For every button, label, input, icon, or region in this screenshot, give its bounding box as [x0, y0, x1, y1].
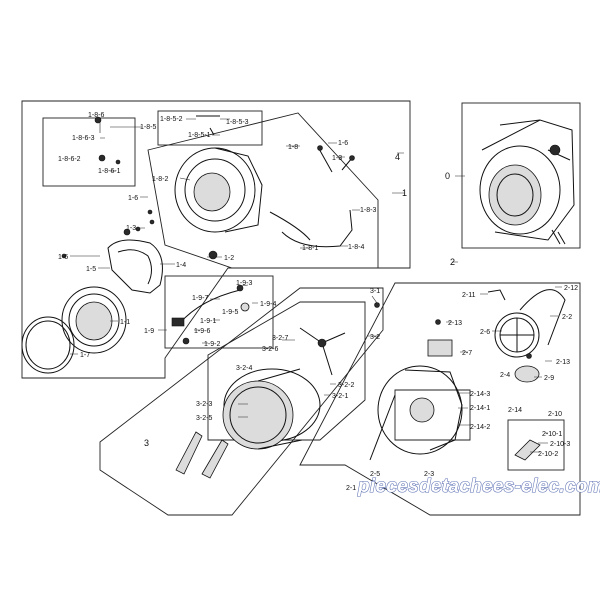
part-label: 1-9-7	[192, 295, 208, 302]
part-label: 1-8	[288, 144, 298, 151]
part-label: 1-8-6-2	[58, 156, 81, 163]
assembly-3-outline	[99, 287, 384, 516]
part-label: 1-1	[120, 319, 130, 326]
part-label: 1-8-6-1	[98, 168, 121, 175]
assembly-1-outline	[21, 100, 411, 379]
group-label-3: 3	[144, 438, 149, 448]
heater-illustration	[514, 439, 541, 461]
part-label: 3-2	[370, 334, 380, 341]
part-label: 2-13	[448, 320, 462, 327]
part-label: 1-8-4	[348, 244, 364, 251]
hose-and-small-parts-illustration	[61, 115, 355, 260]
group-label-4: 4	[395, 152, 400, 162]
part-label: 1-3	[332, 155, 342, 162]
part-label: 1-8-1	[302, 245, 318, 252]
motor-bracket-illustration	[427, 289, 540, 383]
part-label: 2-7	[462, 350, 472, 357]
part-label: 1-6	[58, 254, 68, 261]
part-label: 1-8-5-3	[226, 119, 249, 126]
belt-illustration	[519, 289, 566, 346]
part-label: 2-13	[556, 359, 570, 366]
part-label: 1-9-6	[194, 328, 210, 335]
part-label: 1-6	[128, 195, 138, 202]
part-label: 1-8-5	[140, 124, 156, 131]
drum-illustration	[222, 368, 321, 450]
pulley-illustration	[494, 312, 540, 358]
watermark-text: piecesdetachees-elec.com	[357, 476, 600, 497]
part-label: 1-5	[86, 266, 96, 273]
part-label: 1-8-5-1	[188, 132, 211, 139]
part-3-1-illustration	[374, 302, 380, 308]
lifters-illustration	[175, 431, 229, 479]
subassembly-1-8-6-box	[42, 117, 136, 187]
part-label: 1-4	[176, 262, 186, 269]
subassembly-1-9-box	[164, 275, 274, 349]
door-hinge-illustration	[107, 228, 163, 294]
part-label: 1-7	[80, 352, 90, 359]
part-label: 1-8-6	[88, 112, 104, 119]
assembly-2-outline	[299, 282, 581, 516]
part-label: 2-9	[544, 375, 554, 382]
part-label: 2-6	[480, 329, 490, 336]
spider-flange-illustration	[299, 327, 346, 376]
part-label: 1-8-6-3	[72, 135, 95, 142]
group-label-2: 2	[450, 257, 455, 267]
part-label: 1-8-2	[152, 176, 168, 183]
part-label: 2-12	[564, 285, 578, 292]
part-label: 2-14-1	[470, 405, 490, 412]
part-label: 1-9-2	[204, 341, 220, 348]
rear-tub-illustration	[369, 365, 463, 461]
subassembly-1-8-box	[147, 112, 379, 269]
subassembly-2-14-box	[394, 389, 471, 441]
part-label: 2-14	[508, 407, 522, 414]
part-label: 1-6	[338, 140, 348, 147]
front-tub-illustration	[174, 147, 263, 233]
door-frame-illustration	[61, 286, 127, 354]
part-label: 1-2	[224, 255, 234, 262]
part-label: 2-14-2	[470, 424, 490, 431]
part-label: 3-2-1	[332, 393, 348, 400]
group-label-0: 0	[445, 171, 450, 181]
part-label: 2-3	[424, 471, 434, 478]
part-label: 2-4	[500, 372, 510, 379]
part-label: 1-9-1	[200, 318, 216, 325]
part-label: 1-9-5	[222, 309, 238, 316]
part-label: 2-14-3	[470, 391, 490, 398]
part-label: 1-3	[126, 225, 136, 232]
detergent-hose-illustration	[171, 284, 250, 345]
part-label: 2-1	[346, 485, 356, 492]
part-label: 3-2-5	[196, 415, 212, 422]
door-glass-illustration	[21, 316, 75, 374]
part-label: 1-8-3	[360, 207, 376, 214]
part-label: 2-10-1	[542, 431, 562, 438]
tub-assembly-illustration	[479, 119, 575, 245]
part-label: 1-9-4	[260, 301, 276, 308]
part-label: 1-8-5-2	[160, 116, 183, 123]
part-label: 3-2-4	[236, 365, 252, 372]
part-label: 3-2-7	[272, 335, 288, 342]
leader-lines	[70, 118, 562, 453]
part-label: 3-2-2	[338, 382, 354, 389]
group-label-1: 1	[402, 188, 407, 198]
part-label: 3-2-3	[196, 401, 212, 408]
part-label: 1-9	[144, 328, 154, 335]
subassembly-3-2-box	[207, 301, 366, 441]
part-label: 2-2	[562, 314, 572, 321]
part-label: 2-11	[462, 292, 476, 299]
part-label: 2-10-2	[538, 451, 558, 458]
subassembly-2-10-box	[507, 419, 565, 471]
part-label: 3-2-6	[262, 346, 278, 353]
part-label: 2-10-3	[550, 441, 570, 448]
part-label: 1-9-3	[236, 280, 252, 287]
part-label: 2-10	[548, 411, 562, 418]
assembly-0-box	[461, 102, 581, 249]
part-label: 3-1	[370, 288, 380, 295]
part-label: 2-5	[370, 471, 380, 478]
subassembly-1-8-5-box	[157, 110, 263, 146]
